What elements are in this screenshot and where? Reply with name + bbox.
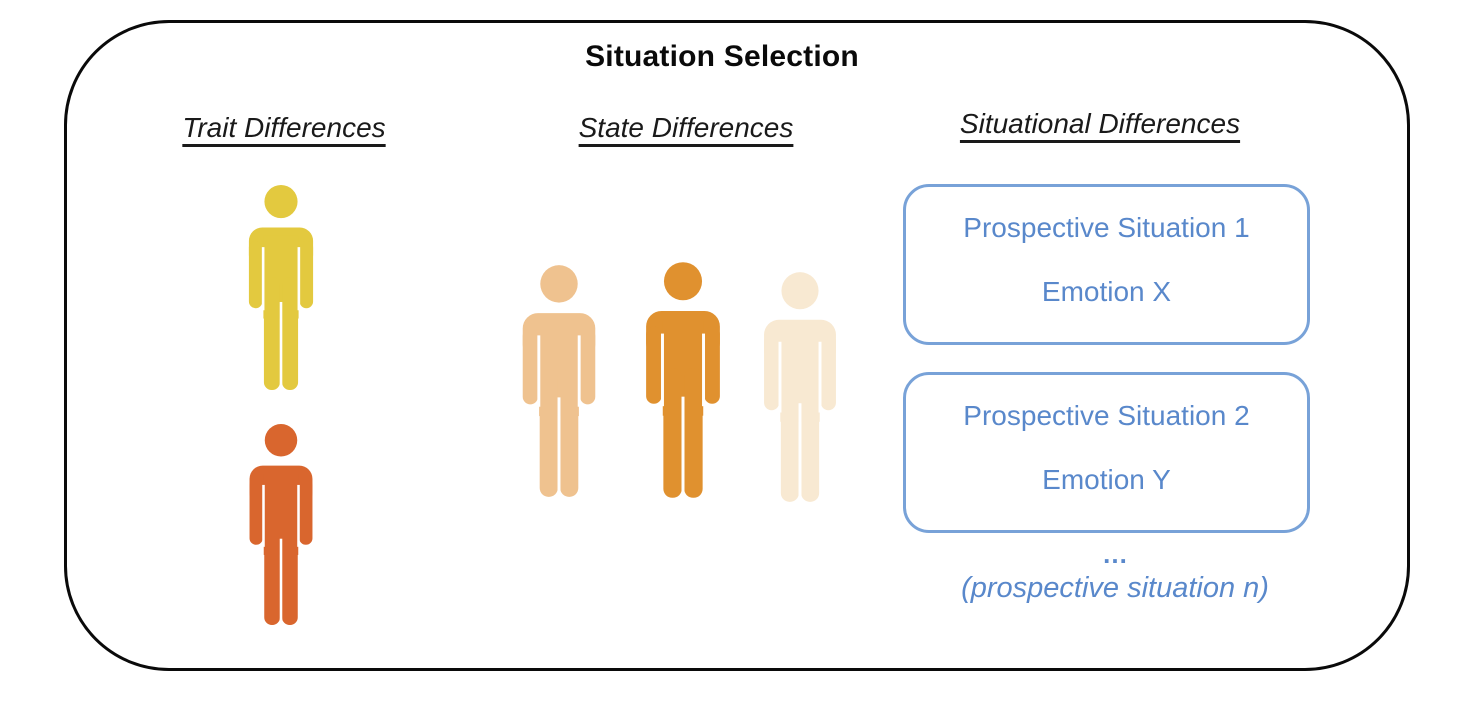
state-differences-header: State Differences [578,112,794,143]
person-icon-trait-yellow [241,184,321,391]
more-situations-ellipsis: … [1102,539,1128,569]
prospective-situation-1-box: Prospective Situation 1 Emotion X [903,184,1310,345]
situational-differences-header: Situational Differences [959,108,1241,139]
outer-frame [64,20,1410,671]
emotion-x-label: Emotion X [1041,275,1172,307]
diagram-title: Situation Selection [585,40,859,73]
person-icon-state-tan [514,264,604,498]
emotion-y-label: Emotion Y [1042,463,1171,495]
person-icon-state-cream [756,271,844,503]
trait-differences-header: Trait Differences [182,112,386,143]
person-icon-trait-red-orange [241,423,321,626]
person-icon-state-orange [636,261,730,499]
prospective-situation-1-label: Prospective Situation 1 [963,211,1250,243]
prospective-situation-2-label: Prospective Situation 2 [963,399,1250,431]
prospective-situation-2-box: Prospective Situation 2 Emotion Y [903,372,1310,533]
prospective-situation-n-note: (prospective situation n) [961,572,1269,604]
